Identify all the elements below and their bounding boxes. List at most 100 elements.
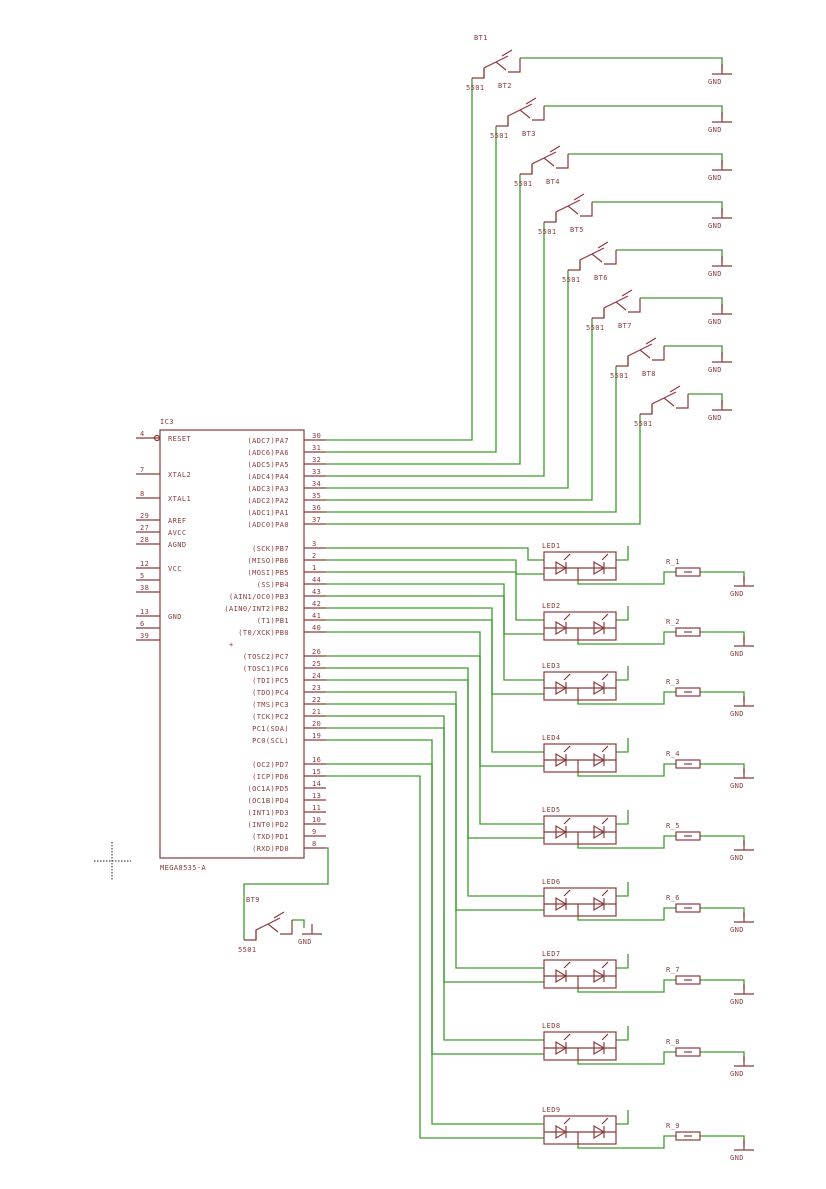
led-to-resistor-wire	[577, 763, 676, 777]
button-name: BT8	[642, 370, 656, 378]
ic-right-pin-number: 36	[312, 504, 321, 512]
ic-right-pin-number: 10	[312, 816, 321, 824]
led-label: LED2	[542, 602, 560, 610]
led-cathode-wire	[616, 954, 629, 969]
switch-actuator	[543, 157, 555, 167]
ic-right-pin-number: 9	[312, 828, 317, 836]
switch-right-terminal	[652, 346, 665, 361]
diode-arrow	[601, 961, 609, 969]
ic-right-pin-label: (AIN1/OC0)PB3	[229, 593, 289, 601]
led-to-resistor-wire	[577, 1051, 676, 1065]
ic-right-pin-label: (SCK)PB7	[252, 545, 289, 553]
led-anode-wire-a	[326, 679, 544, 897]
gnd-label: GND	[708, 222, 722, 230]
gnd-label: GND	[708, 318, 722, 326]
pushbutton-symbol-icon	[592, 289, 641, 319]
resistor-gnd-wire	[700, 1135, 745, 1146]
ic-right-pin-number: 34	[312, 480, 321, 488]
diode-arrow	[601, 613, 609, 621]
ic-right-pin-number: 31	[312, 444, 321, 452]
pushbutton-symbol-icon	[544, 193, 593, 223]
button-to-port-a-wire	[326, 174, 521, 465]
ic-right-pin-number: 13	[312, 792, 321, 800]
ic-right-pin-number: 42	[312, 600, 321, 608]
ic-right-pin-number: 3	[312, 540, 317, 548]
resistor-symbol-icon	[675, 627, 701, 637]
led-anode-wire-b	[326, 715, 544, 983]
gnd-label: GND	[298, 938, 312, 946]
ic-right-pin-number: 32	[312, 456, 321, 464]
button-to-port-a-wire	[326, 318, 593, 501]
led-body	[543, 1031, 617, 1061]
button-gnd-wire	[664, 345, 723, 358]
diode-arrow	[601, 1033, 609, 1041]
resistor-gnd-wire	[700, 907, 745, 918]
ic-left-pin-label: AGND	[168, 541, 186, 549]
ic-right-pin-label: (MOSI)PB5	[247, 569, 289, 577]
ic-left-pin-number: 8	[140, 490, 145, 498]
ic-right-pin-number: 33	[312, 468, 321, 476]
ic-right-pin-number: 15	[312, 768, 321, 776]
led-anode-wire-a	[326, 703, 544, 969]
led-body	[543, 743, 617, 773]
gnd-symbol-icon	[712, 304, 732, 315]
led-anode-wire-b	[326, 559, 544, 575]
gnd-label: GND	[708, 174, 722, 182]
ic-right-pin-number: 35	[312, 492, 321, 500]
switch-right-terminal	[532, 106, 545, 121]
ic-right-pin-label: (INT1)PD3	[247, 809, 289, 817]
ic-right-pin-number: 41	[312, 612, 321, 620]
switch-lever	[273, 911, 285, 919]
button-to-port-a-wire	[326, 126, 497, 453]
gnd-symbol-icon	[734, 636, 754, 647]
ic-left-pin-label: XTAL1	[168, 495, 191, 503]
switch-actuator	[519, 109, 531, 119]
button-gnd-wire	[616, 249, 723, 262]
switch-actuator	[267, 923, 279, 933]
resistor-label: R_9	[666, 1122, 680, 1130]
gnd-label: GND	[730, 854, 744, 862]
ic-right-pin-label: (ADC2)PA2	[247, 497, 289, 505]
button-name: BT7	[618, 322, 632, 330]
ic-right-pin-number: 2	[312, 552, 317, 560]
switch-actuator	[567, 205, 579, 215]
resistor-body	[675, 831, 701, 841]
diode-arrow	[563, 1117, 571, 1125]
led-pair-symbol-icon	[543, 743, 617, 773]
button-to-port-a-wire	[326, 270, 569, 489]
ic-right-pin-number: 20	[312, 720, 321, 728]
gnd-symbol-icon	[712, 256, 732, 267]
resistor-body	[675, 759, 701, 769]
ic-right-pin-label: (MISO)PB6	[247, 557, 289, 565]
ic-right-pin-label: (TCK)PC2	[252, 713, 289, 721]
button-gnd-wire	[520, 57, 723, 70]
ic-right-pin-label: (TOSC2)PC7	[243, 653, 289, 661]
ic-right-pin-label: (T0/XCK)PB0	[238, 629, 289, 637]
ic-right-pin-number: 40	[312, 624, 321, 632]
button-value: 5501	[238, 946, 256, 954]
resistor-gnd-wire	[700, 1051, 745, 1062]
ic-right-pin-label: (TXD)PD1	[252, 833, 289, 841]
led-cathode-wire	[616, 546, 629, 561]
resistor-symbol-icon	[675, 1131, 701, 1141]
led-to-resistor-wire	[577, 907, 676, 921]
gnd-symbol-icon	[734, 696, 754, 707]
led-label: LED6	[542, 878, 560, 886]
ic-left-pin-number: 28	[140, 536, 149, 544]
ic-body[interactable]	[159, 429, 305, 859]
diode-arrow	[563, 553, 571, 561]
resistor-label: R_7	[666, 966, 680, 974]
led-body	[543, 671, 617, 701]
switch-right-terminal	[556, 154, 569, 169]
led-body	[543, 551, 617, 581]
ic-right-pin-label: (OC2)PD7	[252, 761, 289, 769]
ic-right-pin-label: (TDI)PC5	[252, 677, 289, 685]
resistor-symbol-icon	[675, 567, 701, 577]
ic-right-pin-label: (ADC5)PA5	[247, 461, 289, 469]
diode-arrow	[563, 613, 571, 621]
led-cathode-wire	[616, 1110, 629, 1125]
diode-arrow	[563, 889, 571, 897]
switch-right-terminal	[628, 298, 641, 313]
button-gnd-wire	[592, 201, 723, 214]
led-label: LED9	[542, 1106, 560, 1114]
